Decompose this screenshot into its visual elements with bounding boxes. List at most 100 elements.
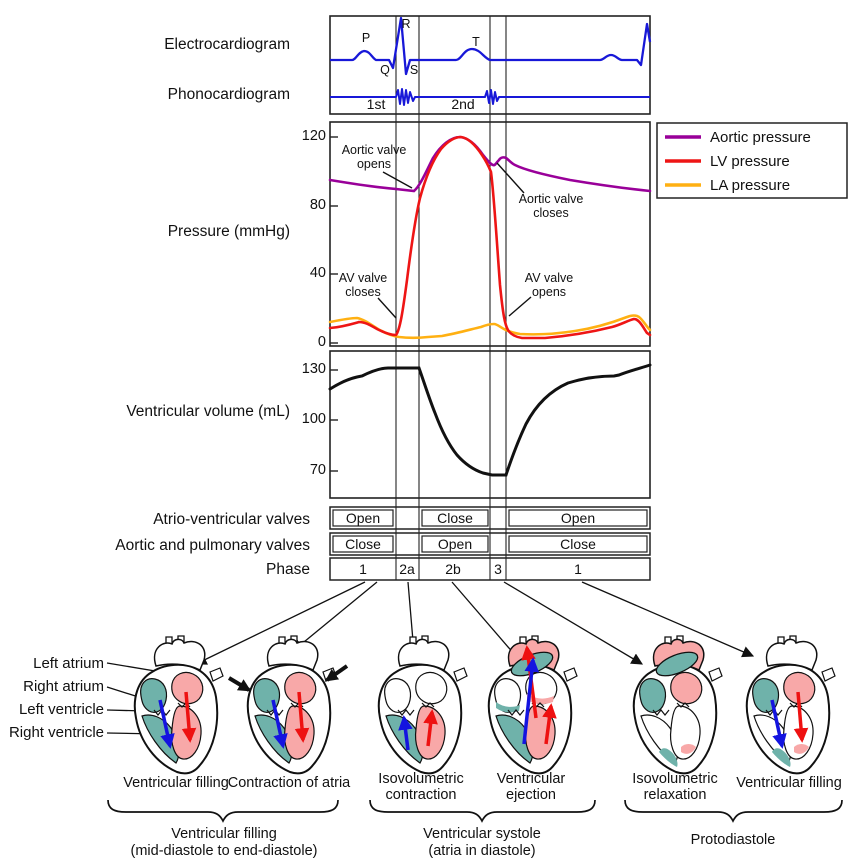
- lv-pressure-curve: [328, 135, 652, 340]
- phase-cell-2a: 2a: [399, 561, 415, 577]
- pressure-tick-120: 120: [301, 128, 326, 144]
- phonocardiogram-trace: [330, 88, 650, 106]
- brace-label-ventricular-filling: Ventricular filling: [171, 826, 277, 842]
- left-atrium: [284, 671, 317, 705]
- caption-isovolumetric-contraction: contraction: [385, 787, 457, 803]
- ecg-r-label: R: [401, 17, 411, 31]
- right-atrium: [639, 678, 667, 713]
- av-cell-open-2: Open: [560, 510, 596, 526]
- axis-ticks: [330, 136, 338, 472]
- phase-to-heart-arrows: [194, 581, 755, 665]
- blue-flow-arrow: [770, 699, 787, 749]
- left-atrium-label: Left atrium: [33, 655, 104, 672]
- pressure-tick-80: 80: [309, 197, 326, 213]
- red-flow-arrow: [793, 691, 809, 743]
- volume-tick-100: 100: [301, 411, 326, 427]
- red-flow-arrow: [423, 709, 438, 747]
- aortic-valve-opens-label: Aortic valve: [341, 143, 407, 157]
- volume-tick-130: 130: [301, 361, 326, 377]
- pressure-tick-40: 40: [309, 265, 326, 281]
- phase-row-box: [329, 557, 651, 581]
- volume-tick-70: 70: [309, 462, 326, 478]
- caption-contraction-of-atria: Contraction of atria: [227, 775, 351, 791]
- aorta: [266, 638, 319, 672]
- phase-braces: [107, 799, 843, 823]
- left-ventricle-label: Left ventricle: [18, 701, 104, 718]
- red-flow-arrow: [542, 703, 557, 745]
- heart-ventricular-ejection: [487, 635, 578, 775]
- heart-contraction-of-atria: [227, 635, 349, 775]
- brace-label-ventricular-systole: (atria in diastole): [428, 843, 536, 859]
- aortic-cell-close-2: Close: [560, 536, 596, 552]
- ecg-q-label: Q: [380, 63, 390, 77]
- ecg-s-label: S: [409, 63, 419, 77]
- caption-isovolumetric-contraction: Isovolumetric: [378, 771, 464, 787]
- ecg-p-label: P: [361, 31, 371, 45]
- ecg-t-label: T: [472, 35, 480, 49]
- legend-lv-pressure: LV pressure: [710, 153, 790, 170]
- pressure-axis-label: Pressure (mmHg): [167, 223, 290, 240]
- brace-label-ventricular-filling: (mid-diastole to end-diastole): [130, 843, 318, 859]
- left-atrium: [415, 671, 448, 705]
- caption-ventricular-ejection: Ventricular: [496, 771, 566, 787]
- aorta: [153, 638, 206, 672]
- caption-isovolumetric-relaxation: relaxation: [643, 787, 707, 803]
- caption-isovolumetric-relaxation: Isovolumetric: [632, 771, 718, 787]
- aortic-pressure-curve: [328, 135, 652, 193]
- pressure-tick-0: 0: [317, 334, 326, 350]
- phase-boundary-lines: [395, 16, 507, 580]
- left-atrium: [171, 671, 204, 705]
- heart-isovolumetric-contraction: [377, 635, 468, 775]
- blue-flow-arrow: [158, 699, 175, 749]
- av-cell-open-1: Open: [345, 510, 381, 526]
- atrial-contraction-arrow: [324, 664, 349, 682]
- brace-label-protodiastole: Protodiastole: [690, 832, 776, 848]
- legend-box: [656, 122, 848, 199]
- aortic-valve-closes-label: Aortic valve: [518, 192, 584, 206]
- heart-ventricular-filling-1: [133, 635, 224, 775]
- volume-axis-label: Ventricular volume (mL): [126, 403, 290, 420]
- phono-panel-label: Phonocardiogram: [167, 86, 290, 103]
- left-atrium: [783, 671, 816, 705]
- ecg-panel-label: Electrocardiogram: [164, 36, 290, 53]
- caption-ventricular-ejection: ejection: [506, 787, 556, 803]
- brace-label-ventricular-systole: Ventricular systole: [423, 826, 541, 842]
- pulmonary-artery: [655, 651, 699, 677]
- av-valve-closes-label: closes: [345, 285, 381, 299]
- right-atrium: [384, 678, 412, 713]
- aortic-cell-open: Open: [437, 536, 473, 552]
- phase-cell-1a: 1: [359, 561, 367, 577]
- caption-ventricular-filling-1: Ventricular filling: [123, 775, 229, 791]
- ventricular-volume-curve: [328, 363, 652, 477]
- red-flow-arrow: [294, 691, 310, 743]
- aorta: [765, 638, 818, 672]
- legend-aortic-pressure: Aortic pressure: [710, 129, 811, 146]
- blue-flow-arrow: [522, 657, 540, 745]
- blue-flow-arrow: [398, 715, 413, 751]
- aortic-valve-opens-label: opens: [356, 157, 392, 171]
- phase-row-label: Phase: [266, 561, 310, 578]
- right-atrium-label: Right atrium: [23, 678, 104, 695]
- aortic-cell-close-1: Close: [345, 536, 381, 552]
- caption-ventricular-filling-2: Ventricular filling: [736, 775, 842, 791]
- av-valves-row-label: Atrio-ventricular valves: [153, 511, 310, 528]
- av-valve-closes-label: AV valve: [338, 271, 388, 285]
- second-heart-sound-label: 2nd: [451, 96, 475, 112]
- aortic-valves-row-label: Aortic and pulmonary valves: [115, 537, 310, 554]
- first-heart-sound-label: 1st: [366, 96, 386, 112]
- phase-cell-3: 3: [494, 561, 502, 577]
- ecg-trace: [330, 16, 652, 76]
- av-cell-close: Close: [437, 510, 473, 526]
- aortic-valve-closes-label: closes: [533, 206, 569, 220]
- heart-isovolumetric-relaxation: [632, 635, 723, 775]
- valve-state-rows: [329, 506, 651, 581]
- aorta: [397, 638, 450, 672]
- heart-illustrations: [133, 635, 836, 775]
- left-atrium: [670, 671, 703, 705]
- phase-cell-1b: 1: [574, 561, 582, 577]
- atrial-contraction-arrow: [227, 676, 252, 692]
- blue-flow-arrow: [271, 699, 288, 749]
- heart-ventricular-filling-2: [745, 635, 836, 775]
